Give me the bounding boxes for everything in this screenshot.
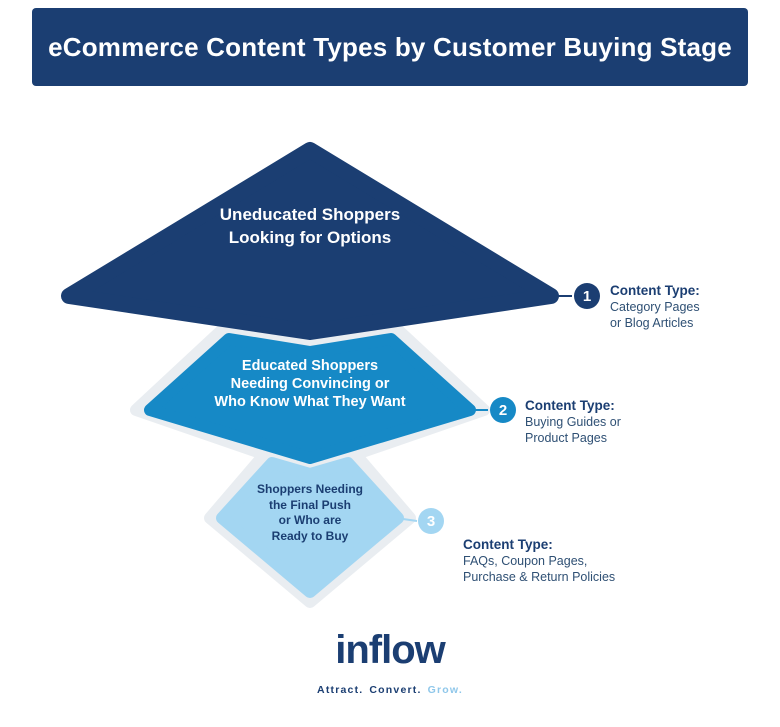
callout-number-1: 1 — [583, 288, 591, 305]
callout-3: Content Type: FAQs, Coupon Pages, Purcha… — [463, 537, 653, 585]
stage-2-line-2: Needing Convincing or — [230, 376, 390, 392]
callout-line-3 — [395, 517, 418, 522]
callout-number-3: 3 — [427, 513, 435, 530]
callout-3-title: Content Type: — [463, 537, 553, 552]
callout-2-title: Content Type: — [525, 398, 615, 413]
callout-1: Content Type: Category Pages or Blog Art… — [610, 283, 770, 331]
callout-number-2: 2 — [499, 402, 507, 419]
tagline-word-3: Grow. — [427, 684, 463, 696]
stage-3-line-3: or Who are — [278, 513, 342, 527]
header-banner: eCommerce Content Types by Customer Buyi… — [32, 8, 748, 86]
callout-number-circle-1 — [574, 283, 600, 309]
callout-number-circle-3 — [418, 508, 444, 534]
stage-1-line-1: Uneducated Shoppers — [219, 205, 401, 224]
callout-2-detail-2: Product Pages — [525, 430, 607, 445]
page-title: eCommerce Content Types by Customer Buyi… — [48, 32, 732, 62]
funnel-stage-1-shape — [61, 142, 559, 340]
funnel-stage-2-shape — [144, 333, 476, 464]
inflow-logo: inflow — [335, 628, 446, 672]
funnel-stage-1-label: Uneducated Shoppers Looking for Options — [135, 203, 485, 249]
callout-number-circle-2 — [490, 397, 516, 423]
callout-1-detail-1: Category Pages — [610, 300, 700, 314]
callout-3-detail-1: FAQs, Coupon Pages, — [463, 554, 588, 568]
funnel-stage-2-label: Educated Shoppers Needing Convincing or … — [160, 357, 460, 411]
callout-3-detail-2: Purchase & Return Policies — [463, 569, 616, 584]
tagline-word-1: Attract. — [317, 684, 364, 696]
funnel-stage-3-label: Shoppers Needing the Final Push or Who a… — [235, 482, 385, 544]
stage-3-line-4: Ready to Buy — [271, 528, 349, 543]
tagline: Attract. Convert. Grow. — [0, 684, 780, 696]
callout-2-detail-1: Buying Guides or — [525, 415, 621, 429]
tagline-word-2: Convert. — [369, 684, 422, 696]
stage-3-line-1: Shoppers Needing — [256, 482, 363, 496]
callout-1-title: Content Type: — [610, 283, 700, 298]
stage-2-line-1: Educated Shoppers — [241, 358, 379, 374]
callout-2: Content Type: Buying Guides or Product P… — [525, 398, 685, 446]
stage-1-line-2: Looking for Options — [228, 228, 392, 247]
callout-1-detail-2: or Blog Articles — [610, 315, 694, 330]
stage-3-line-2: the Final Push — [268, 497, 351, 512]
funnel-stage-3-shape — [216, 457, 404, 598]
stage-2-line-3: Who Know What They Want — [214, 394, 406, 410]
